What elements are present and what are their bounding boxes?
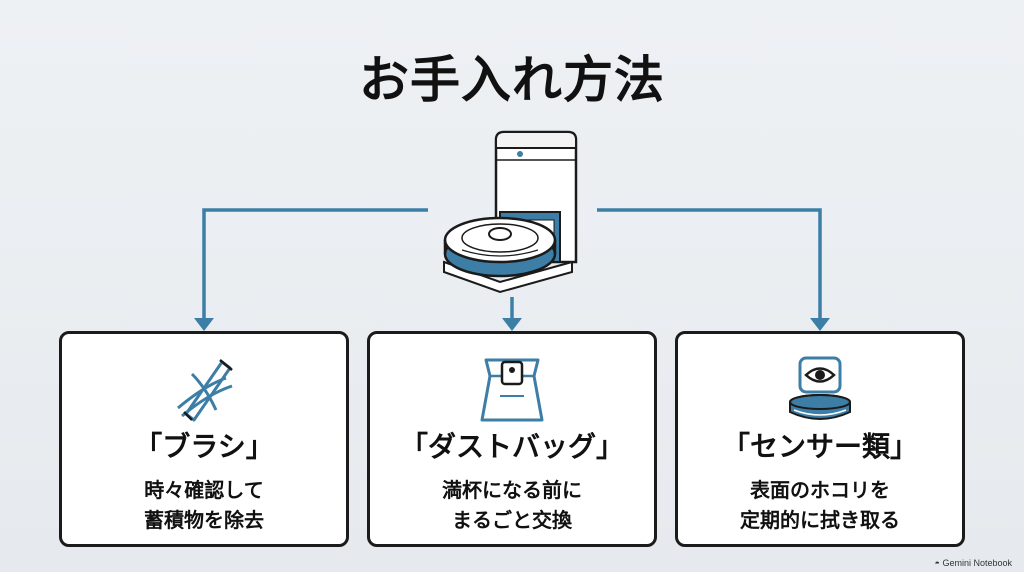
card-brush: 「ブラシ」 時々確認して 蓄積物を除去 xyxy=(59,331,349,547)
card-dust-bag: 「ダストバッグ」 満杯になる前に まるごと交換 xyxy=(367,331,657,547)
connector-right xyxy=(597,208,822,322)
card-description-line: まるごと交換 xyxy=(452,508,572,532)
brush-roller-icon xyxy=(164,348,244,428)
watermark: ◓ Gemini Notebook xyxy=(935,558,1012,568)
robot-vacuum-with-dock-icon xyxy=(443,130,578,294)
card-description: 満杯になる前に まるごと交換 xyxy=(370,475,654,535)
card-description-line: 蓄積物を除去 xyxy=(144,508,264,532)
card-heading: 「ダストバッグ」 xyxy=(399,430,624,463)
dust-bag-icon xyxy=(472,348,552,428)
sensor-eye-icon xyxy=(780,348,860,428)
page-title: お手入れ方法 xyxy=(359,51,665,109)
arrowhead-right xyxy=(810,318,830,331)
watermark-logo-icon: ◓ xyxy=(934,558,943,568)
card-heading: 「ブラシ」 xyxy=(134,430,274,463)
card-description-line: 時々確認して xyxy=(144,478,264,502)
arrowhead-left xyxy=(194,318,214,331)
arrowhead-center xyxy=(502,318,522,331)
connector-left xyxy=(202,208,428,322)
card-sensor: 「センサー類」 表面のホコリを 定期的に拭き取る xyxy=(675,331,965,547)
card-description: 表面のホコリを 定期的に拭き取る xyxy=(678,475,962,535)
card-description-line: 定期的に拭き取る xyxy=(740,508,900,532)
card-description: 時々確認して 蓄積物を除去 xyxy=(62,475,346,535)
watermark-text: Gemini Notebook xyxy=(942,558,1012,568)
card-heading: 「センサー類」 xyxy=(721,430,918,463)
card-description-line: 満杯になる前に xyxy=(442,478,582,502)
card-description-line: 表面のホコリを xyxy=(750,478,890,502)
